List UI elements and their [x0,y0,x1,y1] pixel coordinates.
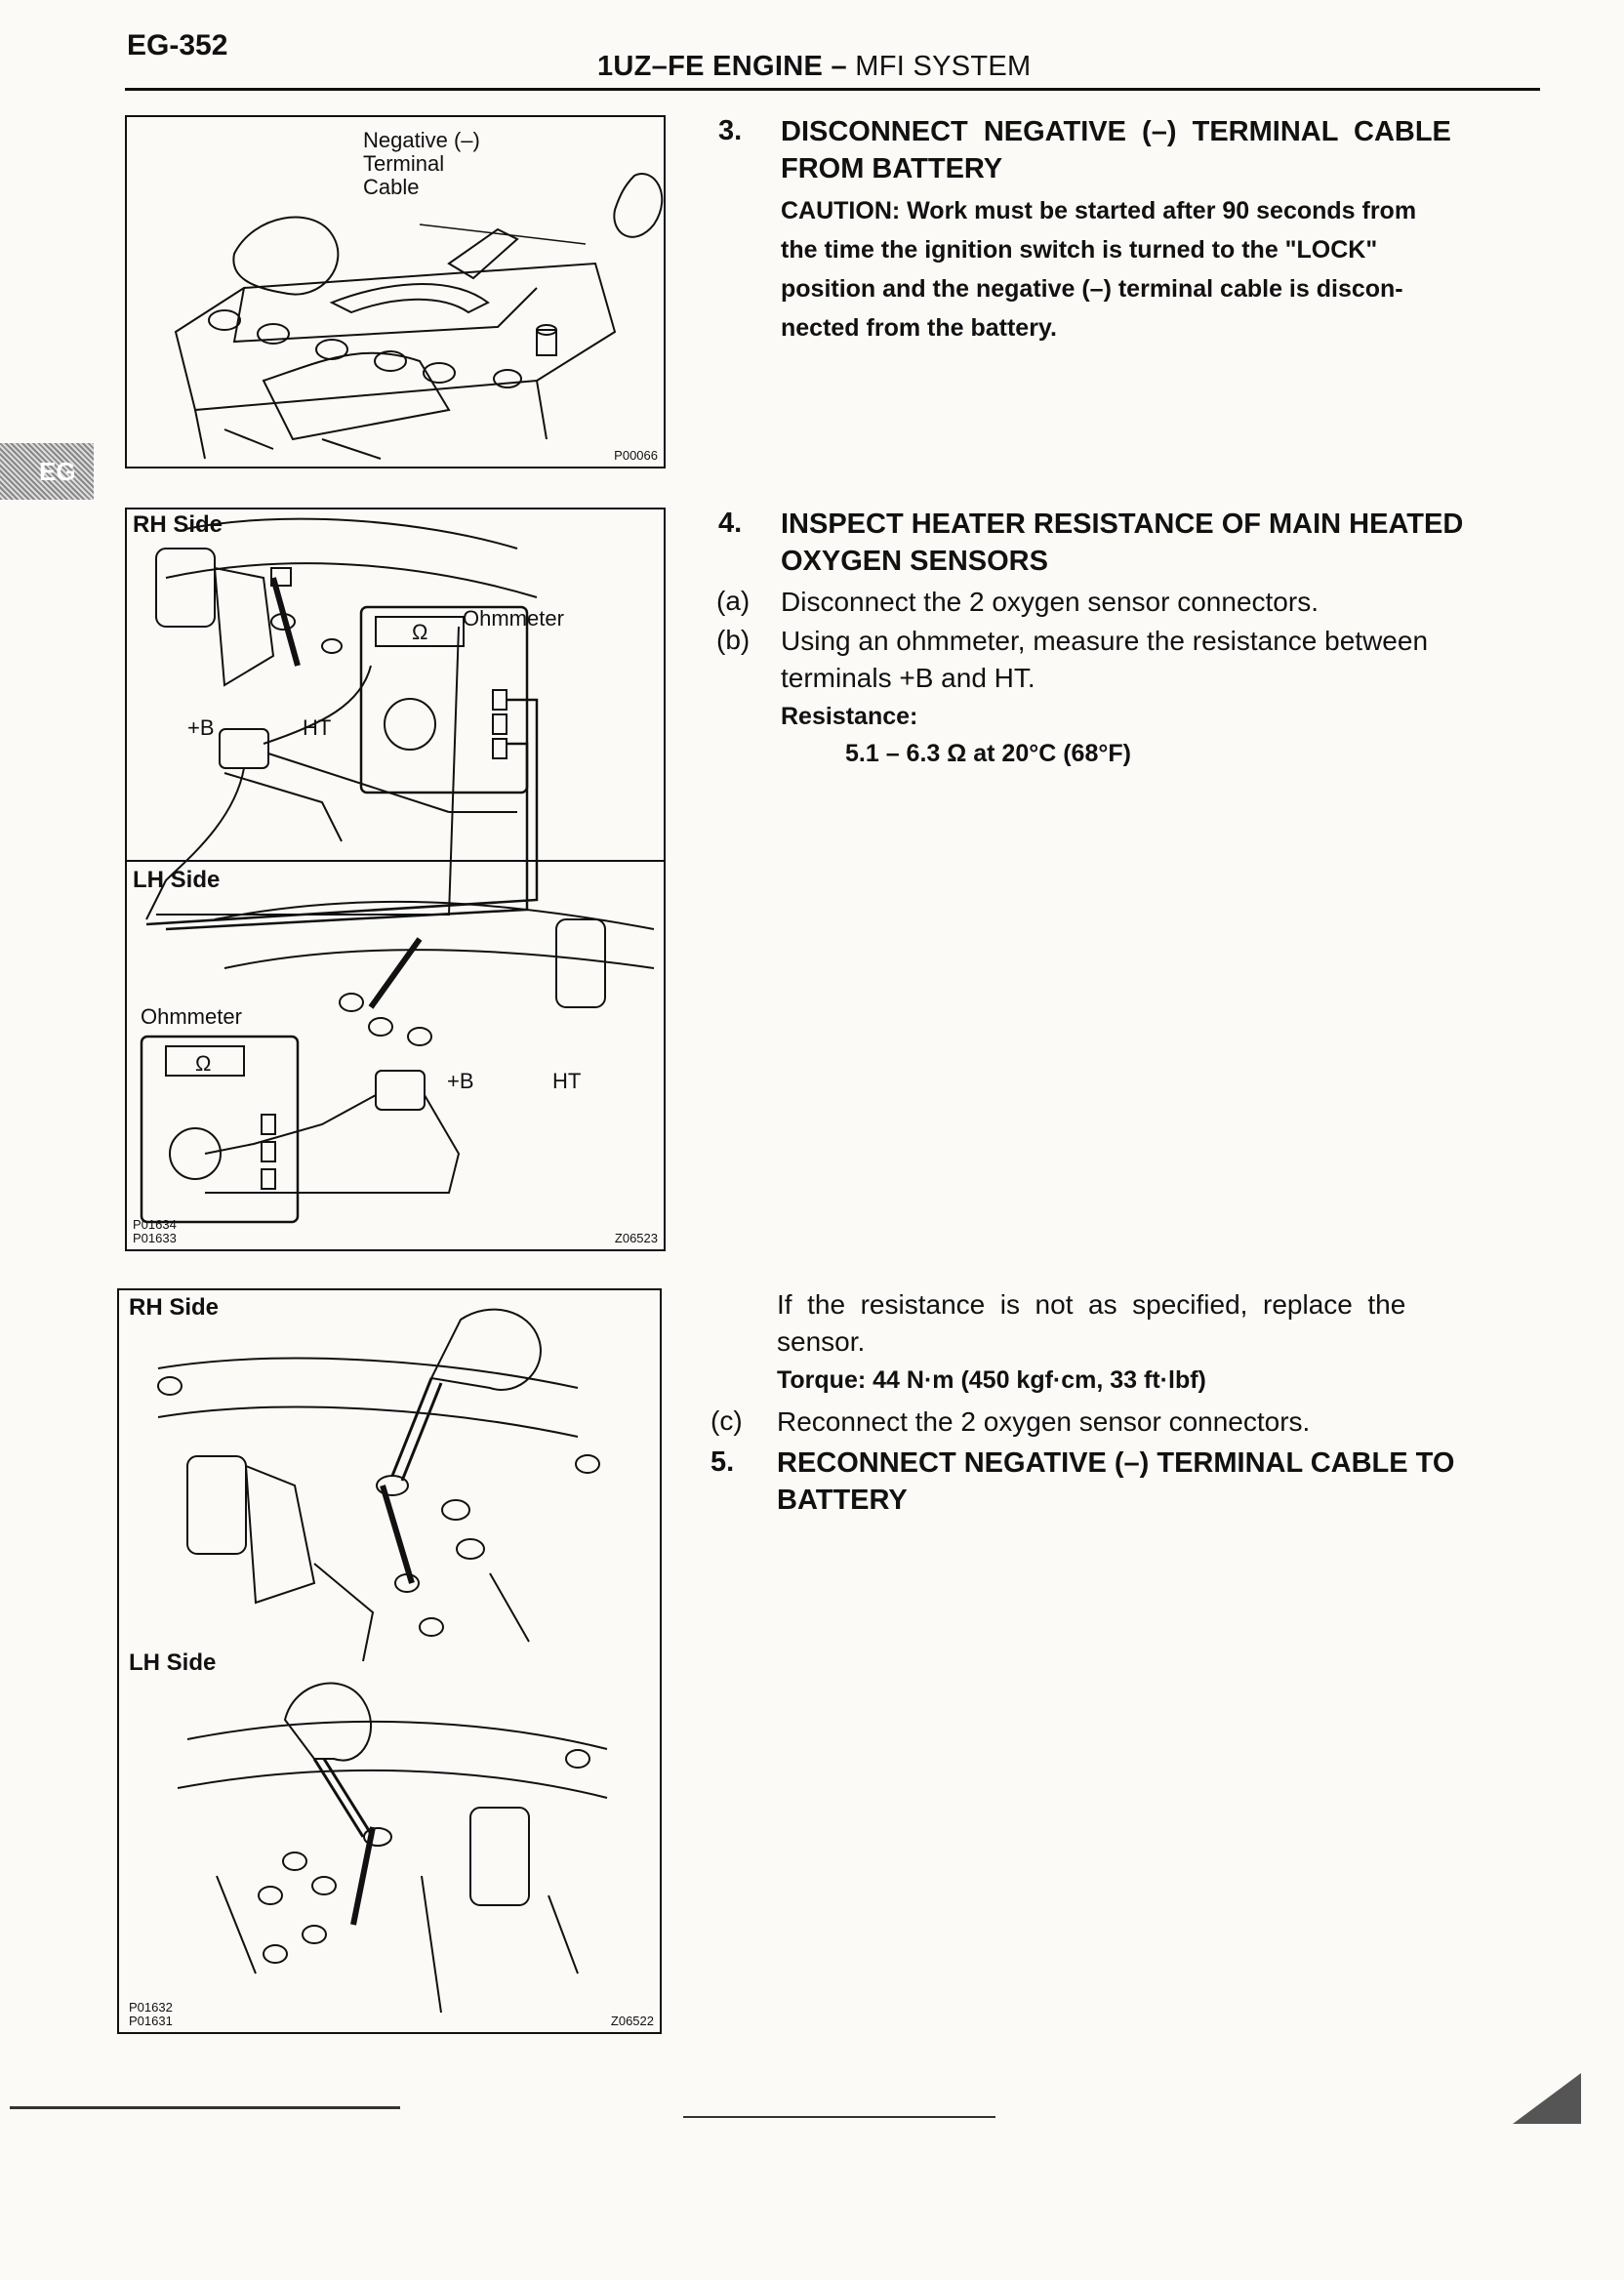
plus-b-rh-label: +B [187,715,215,740]
figure-code: P01631 [129,2014,173,2028]
caution-line1: CAUTION: Work must be started after 90 s… [781,197,1417,224]
step-5-title-line2: BATTERY [777,1485,908,1516]
figure-code: P01633 [133,1231,177,1245]
caution-line2: the time the ignition switch is turned t… [781,236,1378,264]
footer-corner-mark [1513,2073,1581,2124]
page-number: EG-352 [127,29,228,61]
ht-lh-label: HT [552,1069,582,1093]
substep-c-letter: (c) [710,1405,743,1436]
step-3-title: DISCONNECT NEGATIVE (–) TERMINAL CABLE F… [781,113,1532,187]
step-3-number: 3. [718,115,743,146]
section-tab-label: EG [39,457,76,486]
rh-side-label: RH Side [129,1294,220,1321]
ohm-symbol-lh: Ω [195,1051,212,1076]
substep-b-text-line2: terminals +B and HT. [781,663,1035,693]
substep-b-text-line1: Using an ohmmeter, measure the resistanc… [781,626,1429,656]
section-tab: EG [0,443,94,500]
resistance-label: Resistance: [781,703,918,730]
figure-code: P00066 [614,448,658,463]
step-5-title: RECONNECT NEGATIVE (–) TERMINAL CABLE TO… [777,1445,1528,1519]
footer-rule-middle [683,2116,995,2118]
replace-note-line2: sensor. [777,1326,866,1357]
callout-terminal: Terminal [363,151,445,176]
figure-battery-terminal: Negative (–) Terminal Cable P00066 [125,115,666,468]
step-4-number: 4. [718,508,743,539]
caution-line3: position and the negative (–) terminal c… [781,275,1403,303]
substep-a-letter: (a) [716,586,751,616]
oxygen-sensor-install-illustration [157,1308,608,2014]
substep-b-letter: (b) [716,625,751,655]
plus-b-lh-label: +B [447,1069,474,1093]
figure-code: P01632 [129,2000,173,2015]
ht-rh-label: HT [303,715,332,740]
resistance-value: 5.1 – 6.3 Ω at 20°C (68°F) [845,740,1131,767]
header-engine: 1UZ–FE ENGINE – [597,51,856,82]
step-4-title-line1: INSPECT HEATER RESISTANCE OF MAIN HEATED [781,509,1464,540]
figure-code: Z06522 [610,2014,654,2028]
ohm-symbol-rh: Ω [412,620,428,644]
figure-code: P01634 [133,1217,177,1232]
header-section: MFI SYSTEM [855,51,1032,82]
header-rule [125,88,1540,91]
callout-negative: Negative (–) [363,128,480,152]
figure-code: Z06523 [614,1231,658,1245]
figure-heater-resistance: RH Side Ohmmeter Ω +B HT LH Side Ohmmete… [125,508,666,1251]
footer-rule-left [10,2106,400,2109]
oxygen-sensor-ohmmeter-illustration [127,517,664,1224]
step-4-title-line2: OXYGEN SENSORS [781,546,1048,577]
replace-note-line1: If the resistance is not as specified, r… [777,1289,1406,1320]
ohmmeter-rh-label: Ohmmeter [463,606,564,631]
figure-sensor-installation: RH Side LH Side P01632 P01631 Z06522 [117,1288,662,2034]
torque-spec: Torque: 44 N·m (450 kgf·cm, 33 ft·lbf) [777,1366,1206,1394]
step-3-title-line2: FROM BATTERY [781,153,1003,184]
step-5-title-line1: RECONNECT NEGATIVE (–) TERMINAL CABLE TO [777,1447,1455,1479]
lh-side-label: LH Side [133,867,221,893]
page-header-title: 1UZ–FE ENGINE – MFI SYSTEM [597,51,1032,83]
substep-c-text: Reconnect the 2 oxygen sensor connectors… [777,1406,1311,1437]
caution-note: CAUTION: Work must be started after 90 s… [781,191,1532,347]
substep-a-text: Disconnect the 2 oxygen sensor connector… [781,587,1319,617]
caution-line4: nected from the battery. [781,314,1057,342]
lh-side-label: LH Side [129,1649,217,1676]
step-4-title: INSPECT HEATER RESISTANCE OF MAIN HEATED… [781,506,1532,580]
step-3-title-line1: DISCONNECT NEGATIVE (–) TERMINAL CABLE [781,116,1451,147]
ohmmeter-lh-label: Ohmmeter [141,1004,242,1029]
step-5-number: 5. [710,1446,735,1478]
rh-side-label: RH Side [133,511,223,538]
callout-cable: Cable [363,175,420,199]
battery-illustration [174,173,664,460]
